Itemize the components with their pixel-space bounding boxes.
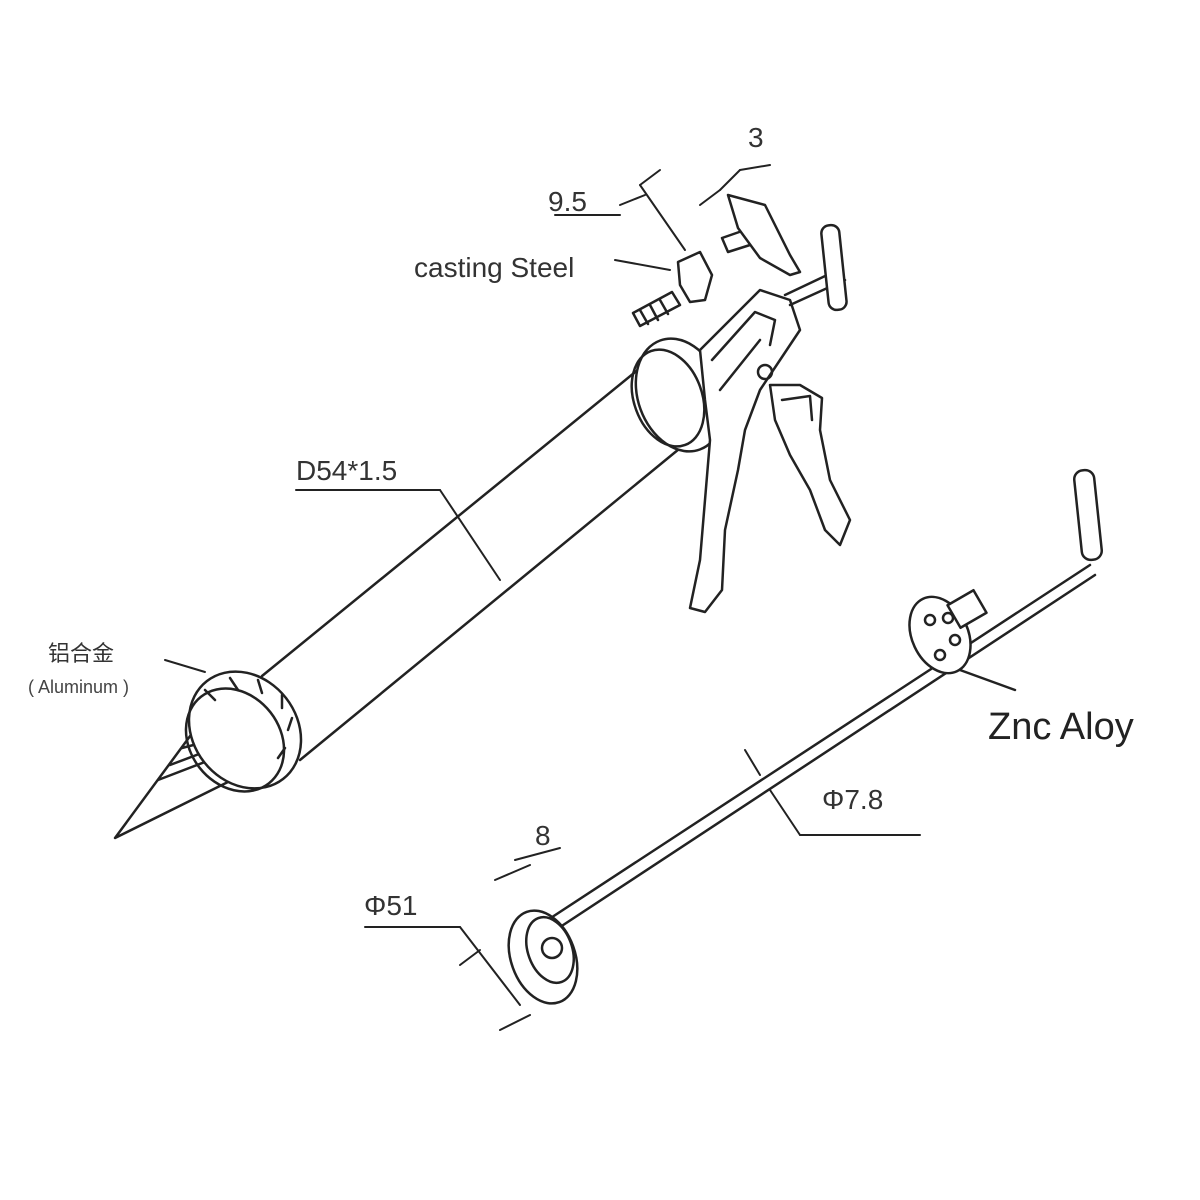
- piston-diameter-label: Φ51: [364, 890, 418, 921]
- piston-disc: [507, 909, 579, 1005]
- barrel: [260, 357, 694, 762]
- bottom-plunger-rod: [538, 468, 1104, 937]
- aluminum-label: ( Aluminum ): [28, 677, 130, 697]
- zinc-alloy-washer: [908, 588, 1017, 692]
- top-plunger-rod: [783, 223, 848, 312]
- barrel-dimension-label: D54*1.5: [296, 455, 398, 486]
- trigger: [768, 383, 852, 547]
- rod-diameter-label: Φ7.8: [822, 784, 884, 815]
- casting-steel-label: casting Steel: [414, 252, 575, 283]
- zinc-alloy-label: Znc Aloy: [988, 706, 1134, 748]
- dimension-8: 8: [535, 820, 551, 851]
- front-end-cap: [184, 670, 303, 793]
- dimension-3: 3: [748, 122, 764, 153]
- dimension-9-5: 9.5: [548, 186, 587, 217]
- casting-steel-parts: [631, 193, 802, 328]
- dimension-lines: [164, 164, 771, 673]
- gun-frame: [688, 288, 802, 614]
- bottom-dimension-lines: [364, 749, 921, 1031]
- aluminum-chinese-label: 铝合金: [48, 642, 115, 667]
